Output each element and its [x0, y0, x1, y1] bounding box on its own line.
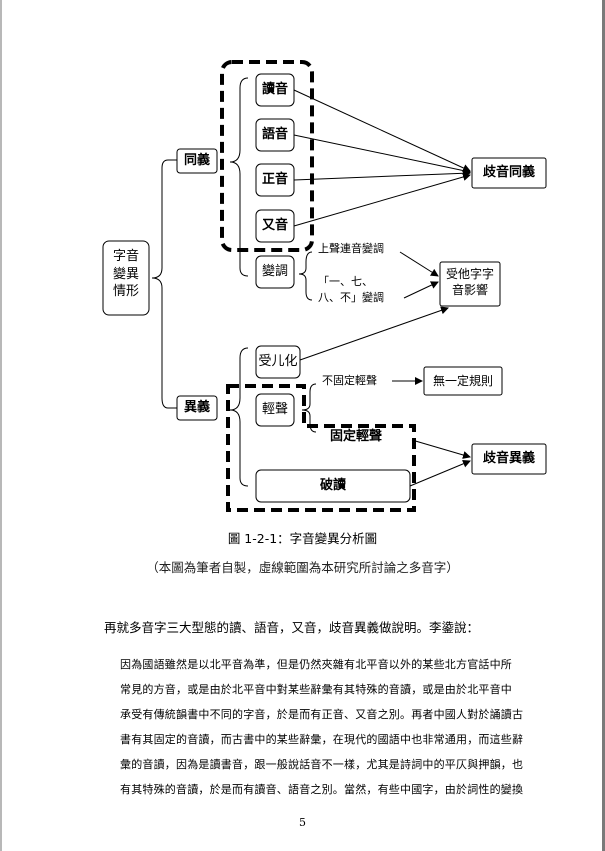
root-label: 字音 變異 情形 [112, 249, 139, 300]
reading-sound-label: 讀音 [261, 82, 288, 97]
quote-line: 常見的方音，或是由於北平音中對某些辭彙有其特殊的音讀，或是由於北平音中 [120, 683, 512, 696]
intro-text: 再就多音字三大型態的讀、語音，又音，歧音異義做說明。李鍌說： [104, 620, 480, 635]
not-fixed-neutral-label: 不固定輕聲 [322, 374, 377, 387]
quote-line: 書有其固定的音讀，而古書中的某些辭彙，在現代的國語中也非常通用，而這些辭 [120, 733, 524, 746]
figure-note: （本圖為筆者自製，虛線範圍為本研究所討論之多音字） [146, 560, 459, 575]
same-meaning-box [176, 148, 218, 174]
upper-bracket [229, 77, 249, 277]
neutral-tone-label: 輕聲 [261, 402, 288, 417]
figure-caption: 圖 1-2-1：字音變異分析圖 [227, 531, 378, 546]
dashed-region-lower [226, 384, 416, 512]
speech-sound-label: 語音 [261, 127, 288, 142]
quote-line: 彙的音讀，因為是讀書音，跟一般說話音不一樣，尤其是詩詞中的平仄與押韻，也 [120, 758, 524, 771]
lower-bracket [229, 347, 249, 487]
tone-change-note-1: 上聲連音變調 [318, 242, 384, 255]
page-right-edge [602, 0, 605, 851]
variant-same-meaning-label: 歧音同義 [482, 165, 535, 180]
variant-diff-meaning-label: 歧音異義 [482, 451, 535, 466]
root-box [102, 240, 150, 316]
correct-sound-label: 正音 [261, 172, 288, 187]
tone-change-note-2: 「一、七、 八、不」變調 [318, 275, 384, 304]
quote-line: 有其特殊的音讀，於是而有讀音、語音之別。當然，有些中國字，由於詞性的變換 [120, 783, 524, 796]
fixed-neutral-label: 固定輕聲 [329, 429, 382, 444]
po-du-label: 破讀 [319, 478, 346, 493]
tone-change-label: 變調 [261, 264, 288, 279]
alt-sound-label: 又音 [261, 218, 288, 233]
dashed-region-upper [220, 60, 314, 252]
diff-meaning-box [176, 395, 218, 421]
other-influence-label: 受他字字 音影響 [445, 267, 494, 298]
quote-line: 承受有傳統韻書中不同的字音，於是而有正音、又音之別。再者中國人對於誦讀古 [120, 708, 524, 721]
no-fixed-rule-label: 無一定規則 [432, 374, 493, 388]
page-number: 5 [299, 816, 306, 829]
page-left-edge [0, 0, 2, 851]
variation-diagram [102, 60, 547, 512]
main-bracket [151, 159, 169, 409]
er-suffix-label: 受儿化 [258, 354, 298, 369]
diff-meaning-label: 異義 [183, 400, 210, 415]
same-meaning-label: 同義 [183, 153, 210, 168]
quote-line: 因為國語雖然是以北平音為準，但是仍然夾雜有北平音以外的某些北方官話中所 [120, 658, 512, 671]
